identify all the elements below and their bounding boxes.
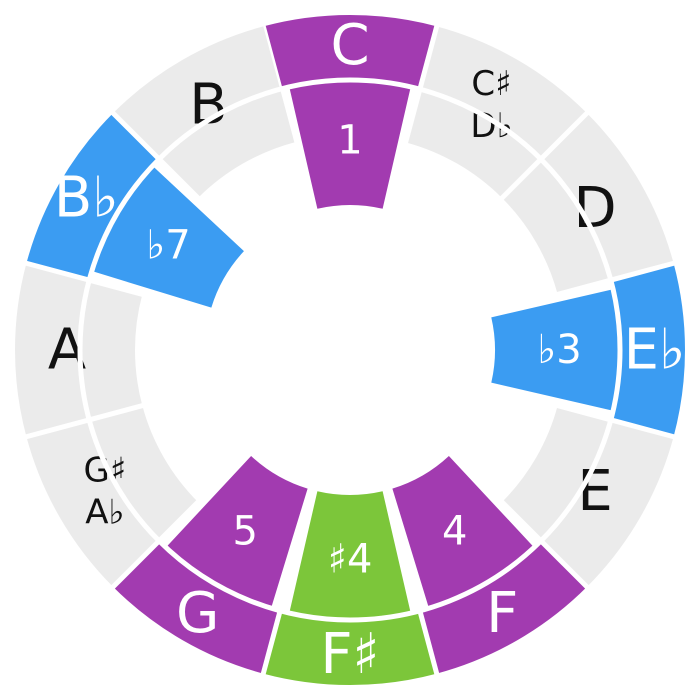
segment-divider [107, 447, 253, 593]
note-sector-g[interactable] [113, 540, 281, 674]
note-label-e: E [577, 459, 612, 524]
degree-label-b-flat: ♭7 [146, 222, 190, 268]
segment-divider [259, 484, 317, 680]
note-sector-b-flat[interactable] [26, 113, 160, 281]
degree-sector-f[interactable] [392, 456, 535, 609]
note-segment-b-flat[interactable]: B♭ ♭7 [20, 113, 244, 317]
note-label-b-flat: B♭ [54, 165, 119, 230]
note-label-g-sharp-1: G♯ [84, 451, 127, 491]
degree-sector-b-flat[interactable] [91, 165, 244, 308]
note-segment-e-flat[interactable]: E♭ ♭3 [484, 259, 686, 437]
ring-divider [77, 77, 623, 623]
note-label-e-flat: E♭ [624, 318, 686, 383]
note-label-g: G [176, 581, 219, 646]
segment-divider [20, 383, 216, 441]
segment-divider [484, 259, 680, 317]
note-label-f-sharp: F♯ [320, 622, 379, 687]
degree-label-e-flat: ♭3 [537, 327, 581, 373]
note-label-c: C [330, 13, 369, 78]
segment-divider [447, 107, 593, 253]
segment-divider [484, 383, 680, 441]
note-segment-b[interactable]: B [107, 26, 295, 253]
degree-label-f: 4 [442, 508, 467, 554]
degree-label-g: 5 [233, 508, 258, 554]
note-segment-f[interactable]: F4 [392, 447, 593, 674]
segment-divider [383, 484, 441, 680]
degree-sector-c[interactable] [289, 80, 411, 209]
note-sector-f-sharp[interactable] [263, 610, 437, 685]
note-segment-f-sharp[interactable]: F♯ ♯4 [263, 484, 441, 687]
note-label-c-sharp-1: C♯ [471, 64, 511, 104]
degree-sector-f-sharp[interactable] [289, 491, 411, 620]
segment-divider [447, 447, 593, 593]
degree-label-c: 1 [337, 118, 362, 164]
degree-label-f-sharp: ♯4 [328, 537, 373, 583]
segment-divider [20, 259, 216, 317]
note-label-g-sharp-2: A♭ [85, 493, 124, 533]
degree-sector-g[interactable] [165, 456, 308, 609]
note-segment-g-sharp[interactable]: G♯A♭ [26, 405, 253, 593]
note-segment-g[interactable]: G5 [113, 456, 317, 680]
segment-divider [107, 107, 253, 253]
note-segment-d[interactable]: D [447, 107, 674, 295]
degree-sector-e-flat[interactable] [491, 289, 620, 411]
note-sector-c[interactable] [263, 15, 437, 90]
note-sector-e-flat[interactable] [610, 263, 685, 437]
note-segment-c[interactable]: C1 [259, 13, 437, 216]
note-label-f: F [486, 581, 518, 646]
segment-divider [383, 20, 441, 216]
note-sector-f[interactable] [419, 540, 587, 674]
